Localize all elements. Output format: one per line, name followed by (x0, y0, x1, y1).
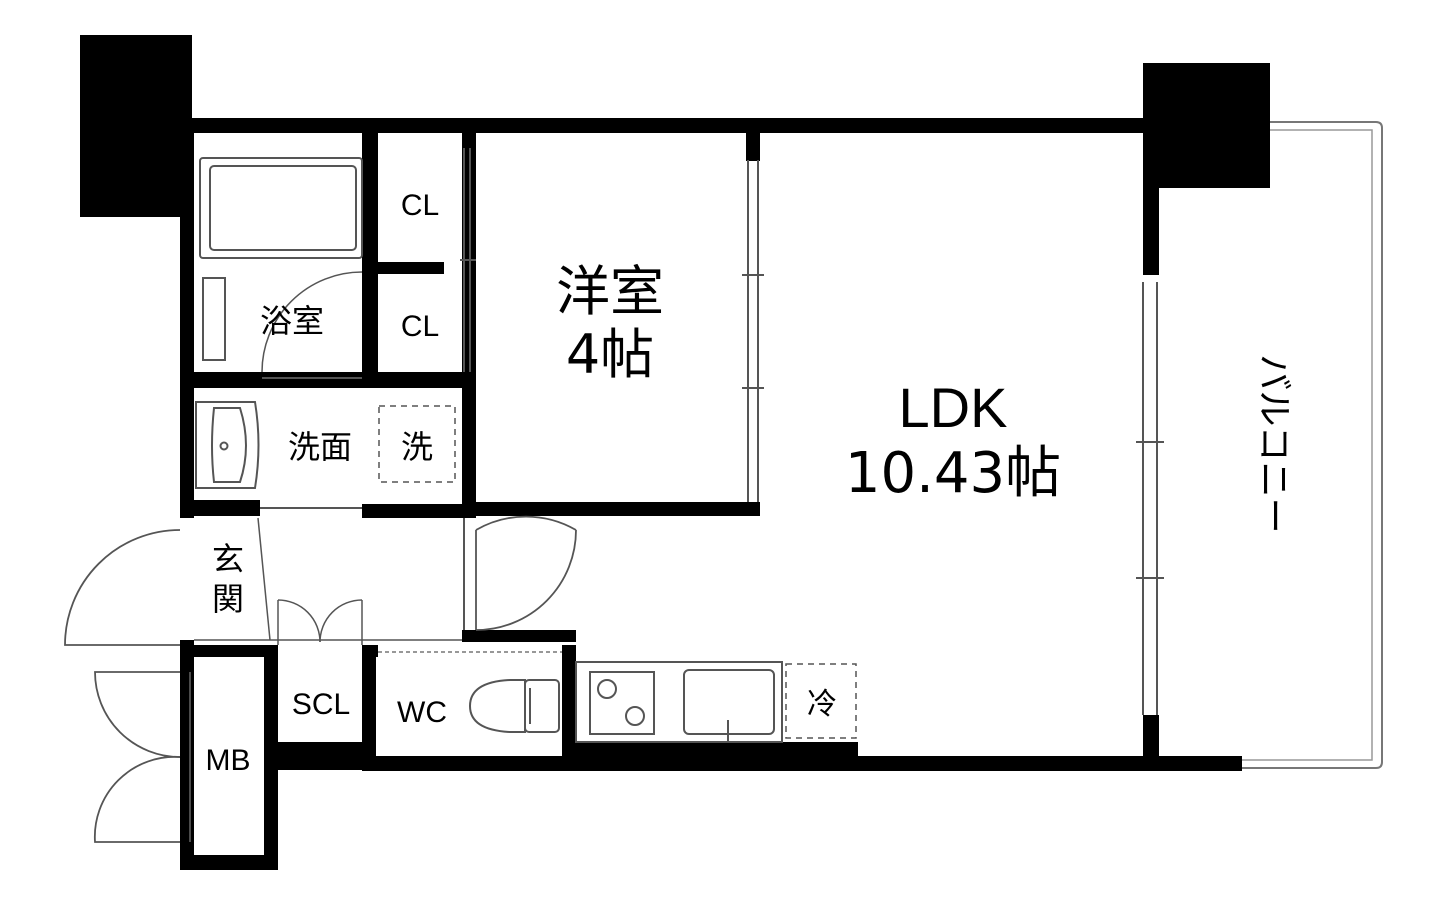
western-room-name: 洋室 (556, 260, 664, 323)
entrance-label: 玄関 (212, 540, 244, 618)
fridge-label: 冷 (807, 687, 837, 722)
ldk-name: LDK (899, 376, 1008, 439)
fridge-space (785, 663, 857, 739)
closet-upper-label: CL (401, 189, 439, 222)
western-room-sliding-door (742, 160, 764, 502)
ldk-door (475, 515, 577, 631)
bath-door-swing (261, 271, 363, 373)
ldk-window (1136, 282, 1164, 715)
interior-walls (180, 133, 858, 770)
bathtub (199, 157, 363, 259)
shoe-closet-doors (277, 599, 363, 645)
western-room-size: 4帖 (566, 323, 654, 386)
balcony-label: バルコニー (1253, 354, 1294, 533)
toilet-fixture (468, 679, 560, 733)
entrance-doors (64, 529, 191, 843)
bath-label: 浴室 (260, 302, 324, 340)
washer-label: 洗 (401, 428, 433, 466)
ldk-size: 10.43帖 (845, 441, 1061, 506)
balcony-outline (1242, 121, 1383, 769)
wash-basin (195, 401, 260, 489)
entrance-label-line1: 玄 (212, 540, 244, 578)
meter-box-label: MB (206, 744, 251, 777)
kitchen-counter (575, 661, 783, 743)
washer-space (378, 405, 456, 483)
closet-lower-label: CL (401, 310, 439, 343)
bath-counter (202, 277, 226, 361)
closet-sliding-doors (460, 148, 476, 372)
column-top-right (1143, 63, 1270, 188)
column-top-left (80, 35, 192, 217)
shoe-closet-label: SCL (292, 688, 350, 721)
washroom-label: 洗面 (288, 428, 352, 466)
toilet-label: WC (397, 696, 447, 729)
entrance-label-line2: 関 (212, 580, 244, 618)
